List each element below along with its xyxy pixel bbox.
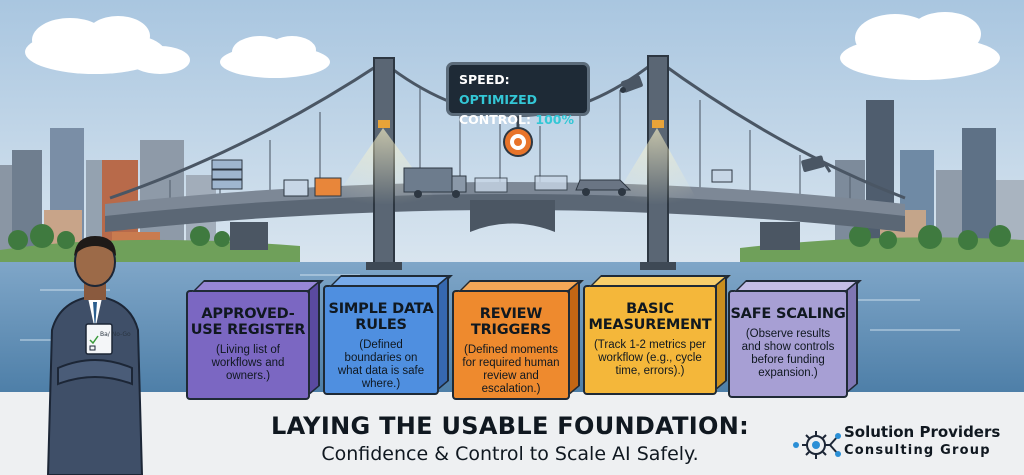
- truck-icon: [403, 167, 467, 198]
- cloud-left: [25, 16, 190, 74]
- car-icon: [575, 179, 632, 196]
- server-stack-icon: [211, 159, 243, 190]
- block-approved-use-register: APPROVED-USE REGISTER (Living list of wo…: [186, 279, 324, 400]
- gear-network-icon: [793, 431, 841, 459]
- speed-label: SPEED:: [459, 72, 510, 87]
- block-safe-scaling: SAFE SCALING (Observe results and show c…: [728, 279, 862, 398]
- trees: [8, 224, 1011, 250]
- block-title: SAFE SCALING: [730, 306, 846, 322]
- block-description: (Living list of workflows and owners.): [211, 344, 285, 382]
- brand-name: Solution Providers: [844, 423, 1001, 441]
- block-title: APPROVED-USE REGISTER: [190, 306, 306, 338]
- block-title: BASIC MEASUREMENT: [588, 301, 712, 333]
- block-title: REVIEW TRIGGERS: [470, 306, 552, 338]
- bridge-arches: [230, 200, 800, 250]
- block-description: (Defined moments for required human revi…: [462, 344, 560, 395]
- speed-control-display: SPEED: OPTIMIZED CONTROL: 100%: [446, 62, 590, 127]
- block-simple-data-rules: SIMPLE DATA RULES (Defined boundaries on…: [323, 274, 453, 395]
- document-icon: [283, 179, 309, 197]
- block-description: (Defined boundaries on what data is safe…: [337, 339, 425, 390]
- block-review-triggers: REVIEW TRIGGERS (Defined moments for req…: [452, 279, 584, 400]
- badge-label: Ba/ No-Go: [100, 331, 131, 338]
- brand-tagline: Consulting Group: [844, 443, 991, 458]
- camera-icon-right: [801, 155, 832, 173]
- cloud-center: [220, 36, 330, 78]
- block-title: SIMPLE DATA RULES: [328, 301, 434, 333]
- subheadline: Confidence & Control to Scale AI Safely.: [321, 443, 699, 465]
- folder-icon: [314, 177, 342, 197]
- target-icon: [503, 116, 533, 157]
- block-description: (Track 1-2 metrics per workflow (e.g., c…: [593, 339, 707, 377]
- headline: LAYING THE USABLE FOUNDATION:: [270, 412, 749, 440]
- block-description: (Observe results and show controls befor…: [741, 328, 835, 379]
- control-readout: CONTROL: 100%: [459, 110, 577, 130]
- speed-readout: SPEED: OPTIMIZED: [459, 70, 577, 110]
- business-person-figure: [46, 236, 144, 475]
- block-basic-measurement: BASIC MEASUREMENT (Track 1-2 metrics per…: [583, 274, 731, 395]
- camera-icon-top: [620, 75, 643, 93]
- brand-logo: Solution Providers Consulting Group: [790, 420, 1024, 470]
- control-value: 100%: [535, 112, 574, 127]
- cloud-right: [840, 12, 1000, 80]
- control-label: CONTROL:: [459, 112, 532, 127]
- speed-value: OPTIMIZED: [459, 92, 538, 107]
